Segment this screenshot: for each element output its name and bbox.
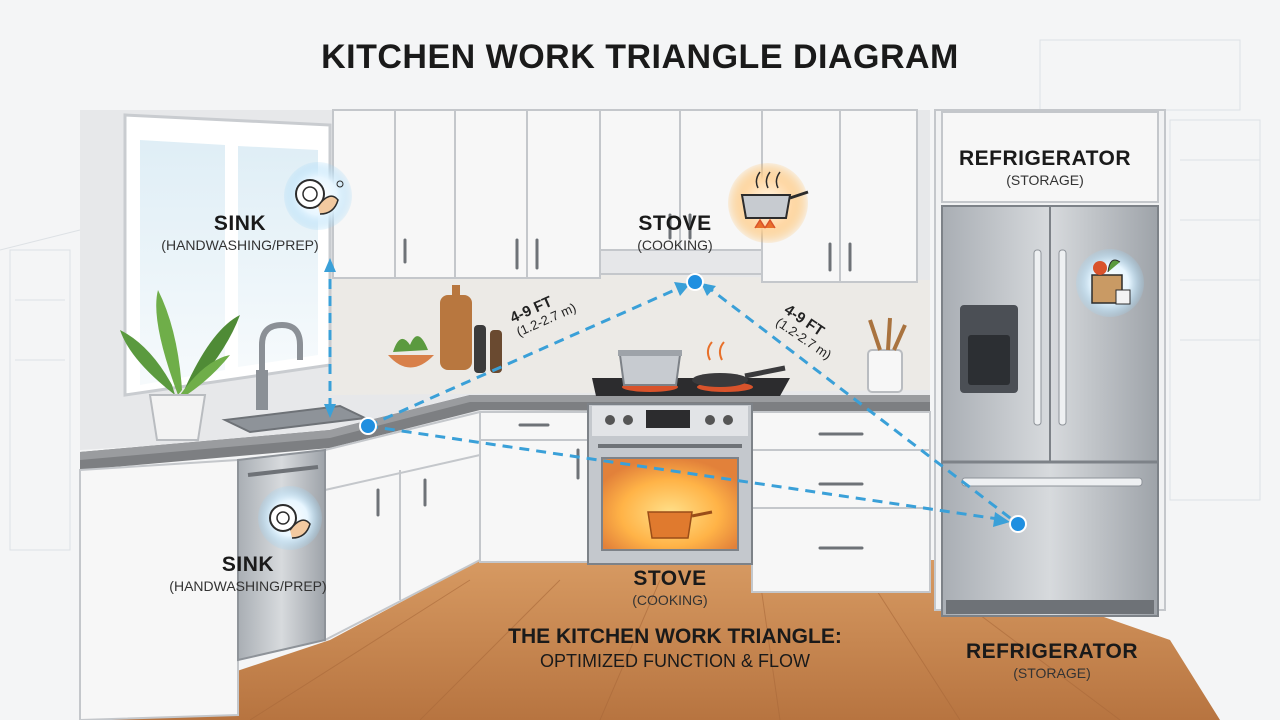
- range: [587, 341, 790, 565]
- refrigerator-label-name: REFRIGERATOR: [958, 147, 1132, 170]
- triangle-nodes: [359, 273, 1027, 533]
- dish-washing-icon: [284, 162, 352, 230]
- grocery-bag-icon: [1076, 249, 1144, 317]
- node-sink: [359, 417, 377, 435]
- work-triangle: [328, 262, 1019, 526]
- cooking-pot-icon: [728, 163, 809, 243]
- refrigerator: [941, 205, 1159, 617]
- caption-heading: THE KITCHEN WORK TRIANGLE:: [508, 625, 842, 648]
- refrigerator-label-name: REFRIGERATOR: [965, 640, 1139, 663]
- refrigerator-label-sub: (STORAGE): [1006, 172, 1084, 188]
- caption-subheading: OPTIMIZED FUNCTION & FLOW: [540, 651, 810, 671]
- node-fridge: [1009, 515, 1027, 533]
- dish-washing-icon: [258, 486, 322, 550]
- countertop: [80, 395, 930, 470]
- counter-items: [388, 285, 907, 393]
- page-title: KITCHEN WORK TRIANGLE DIAGRAM: [321, 38, 959, 76]
- stove-label-sub: (COOKING): [637, 237, 713, 253]
- triangle-edge-sink-fridge: [367, 424, 1006, 522]
- refrigerator-label-top: REFRIGERATOR (STORAGE): [945, 147, 1145, 188]
- sink-label-bottom: SINK (HANDWASHING/PREP): [148, 553, 348, 594]
- stove-label-sub: (COOKING): [632, 592, 708, 608]
- sink-label-name: SINK: [221, 553, 275, 576]
- triangle-arrowheads: [324, 258, 1010, 527]
- sink-label-sub: (HANDWASHING/PREP): [169, 578, 327, 594]
- node-stove: [686, 273, 704, 291]
- sink-label-sub: (HANDWASHING/PREP): [161, 237, 319, 253]
- sink-label-name: SINK: [213, 212, 267, 235]
- stove-label-name: STOVE: [638, 212, 712, 235]
- triangle-edge-sink-stove: [367, 283, 687, 428]
- caption: THE KITCHEN WORK TRIANGLE: OPTIMIZED FUN…: [400, 625, 950, 672]
- stove-label-top: STOVE (COOKING): [615, 212, 735, 253]
- triangle-edge-stove-fridge: [704, 283, 1019, 526]
- sink-label-top: SINK (HANDWASHING/PREP): [150, 212, 330, 253]
- plant: [120, 290, 240, 441]
- stove-label-name: STOVE: [633, 567, 707, 590]
- refrigerator-label-sub: (STORAGE): [1013, 665, 1091, 681]
- stove-label-bottom: STOVE (COOKING): [605, 567, 735, 608]
- refrigerator-label-bottom: REFRIGERATOR (STORAGE): [952, 640, 1152, 681]
